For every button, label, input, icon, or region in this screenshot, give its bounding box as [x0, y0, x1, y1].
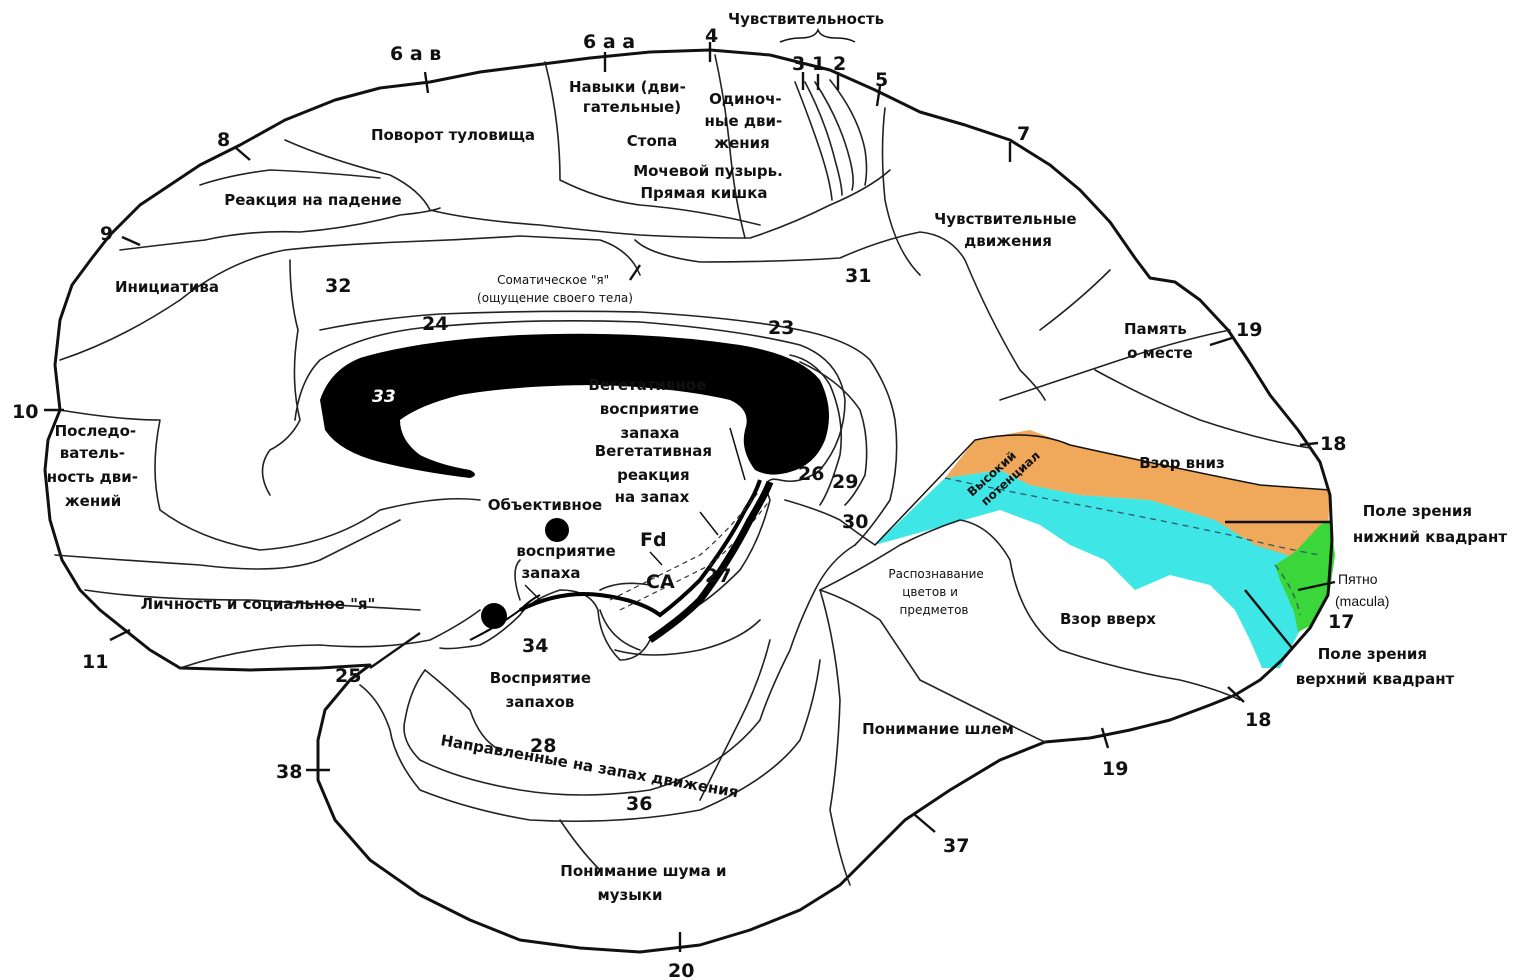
noise-music-label: Понимание шума и музыки [560, 862, 731, 904]
obj-smell-label-1: Объективное [488, 496, 602, 514]
area-6av: 6 а в [390, 43, 441, 65]
area-4: 4 [705, 25, 718, 47]
area-3: 3 [792, 53, 805, 75]
area-36: 36 [626, 793, 652, 815]
area-10: 10 [12, 401, 38, 423]
olfactory-dot-upper [545, 518, 569, 542]
area-26: 26 [798, 463, 824, 485]
initiative-label: Инициатива [115, 278, 219, 296]
obj-smell-label-3: запаха [521, 564, 580, 582]
motor-skills-label: Навыки (дви- гательные) [569, 78, 691, 116]
foot-label: Стопа [627, 132, 678, 150]
area-34: 34 [522, 635, 548, 657]
color-objects-label: Распознавание цветов и предметов [888, 567, 987, 617]
area-30: 30 [842, 511, 868, 533]
fd-pointer [650, 552, 662, 565]
area-18-bottom: 18 [1245, 709, 1271, 731]
area-18: 18 [1320, 433, 1346, 455]
area-32: 32 [325, 275, 351, 297]
olfactory-dashed-2 [620, 500, 770, 610]
gaze-down-label: Взор вниз [1139, 454, 1225, 472]
face-recognition-label: Понимание шлем [862, 720, 1014, 738]
area-ca: CA [646, 571, 675, 593]
lower-quadrant-label: Поле зрения нижний квадрант [1353, 502, 1508, 546]
area-31: 31 [845, 265, 871, 287]
area-29: 29 [832, 471, 858, 493]
bladder-label: Мочевой пузырь. [633, 162, 783, 180]
area-19-bottom: 19 [1102, 758, 1128, 780]
area-23: 23 [768, 317, 794, 339]
area-11: 11 [82, 651, 108, 673]
area-1: 1 [812, 53, 825, 75]
olfactory-dot-lower [481, 603, 507, 629]
area-33: 33 [372, 387, 396, 407]
veg-reaction-pointer [700, 512, 718, 535]
sensitive-moves-label: Чувствительные движения [934, 210, 1082, 250]
single-moves-label: Одиноч- ные дви- жения [705, 90, 788, 152]
gaze-up-label: Взор вверх [1060, 610, 1156, 628]
area-20: 20 [668, 960, 694, 980]
area-17: 17 [1328, 611, 1354, 633]
area-19-top: 19 [1236, 319, 1262, 341]
sensitivity-label: Чувствительность [728, 10, 884, 28]
area-25: 25 [335, 665, 361, 687]
rectum-label: Прямая кишка [640, 184, 767, 202]
area-24: 24 [422, 313, 448, 335]
corpus-callosum [320, 334, 829, 478]
area-2: 2 [833, 53, 846, 75]
sequence-label: Последо- ватель- ность дви- жений [47, 422, 144, 510]
sensitivity-brace [780, 30, 855, 42]
somatic-self-label: Соматическое "я" (ощущение своего тела) [477, 273, 633, 305]
area-8: 8 [217, 129, 230, 151]
area-9: 9 [100, 223, 113, 245]
fall-reaction-label: Реакция на падение [224, 191, 401, 209]
macula-label: Пятно (macula) [1335, 571, 1389, 609]
smell-moves-label-part1: Направленные на запах движения [439, 731, 739, 801]
obj-smell-label-2: восприятие [516, 542, 615, 560]
area-5: 5 [875, 69, 888, 91]
upper-quadrant-label: Поле зрения верхний квадрант [1296, 645, 1455, 688]
area-fd: Fd [640, 529, 667, 551]
area-7: 7 [1017, 123, 1030, 145]
area-38: 38 [276, 761, 302, 783]
area-37: 37 [943, 835, 969, 857]
veg-reaction-label: Вегетативная реакция на запах [595, 442, 717, 506]
smell-perception-label: Восприятие запахов [490, 669, 596, 711]
area-27: 27 [705, 565, 731, 587]
veg-smell-pointer [730, 428, 745, 480]
personality-label: Личность и социальное "я" [141, 595, 376, 613]
trunk-turn-label: Поворот туловища [371, 126, 535, 144]
obj-smell-pointer [525, 585, 540, 600]
veg-smell-label: Вегетативное восприятие запаха [588, 376, 711, 442]
area-6aa: 6 а а [583, 31, 635, 53]
